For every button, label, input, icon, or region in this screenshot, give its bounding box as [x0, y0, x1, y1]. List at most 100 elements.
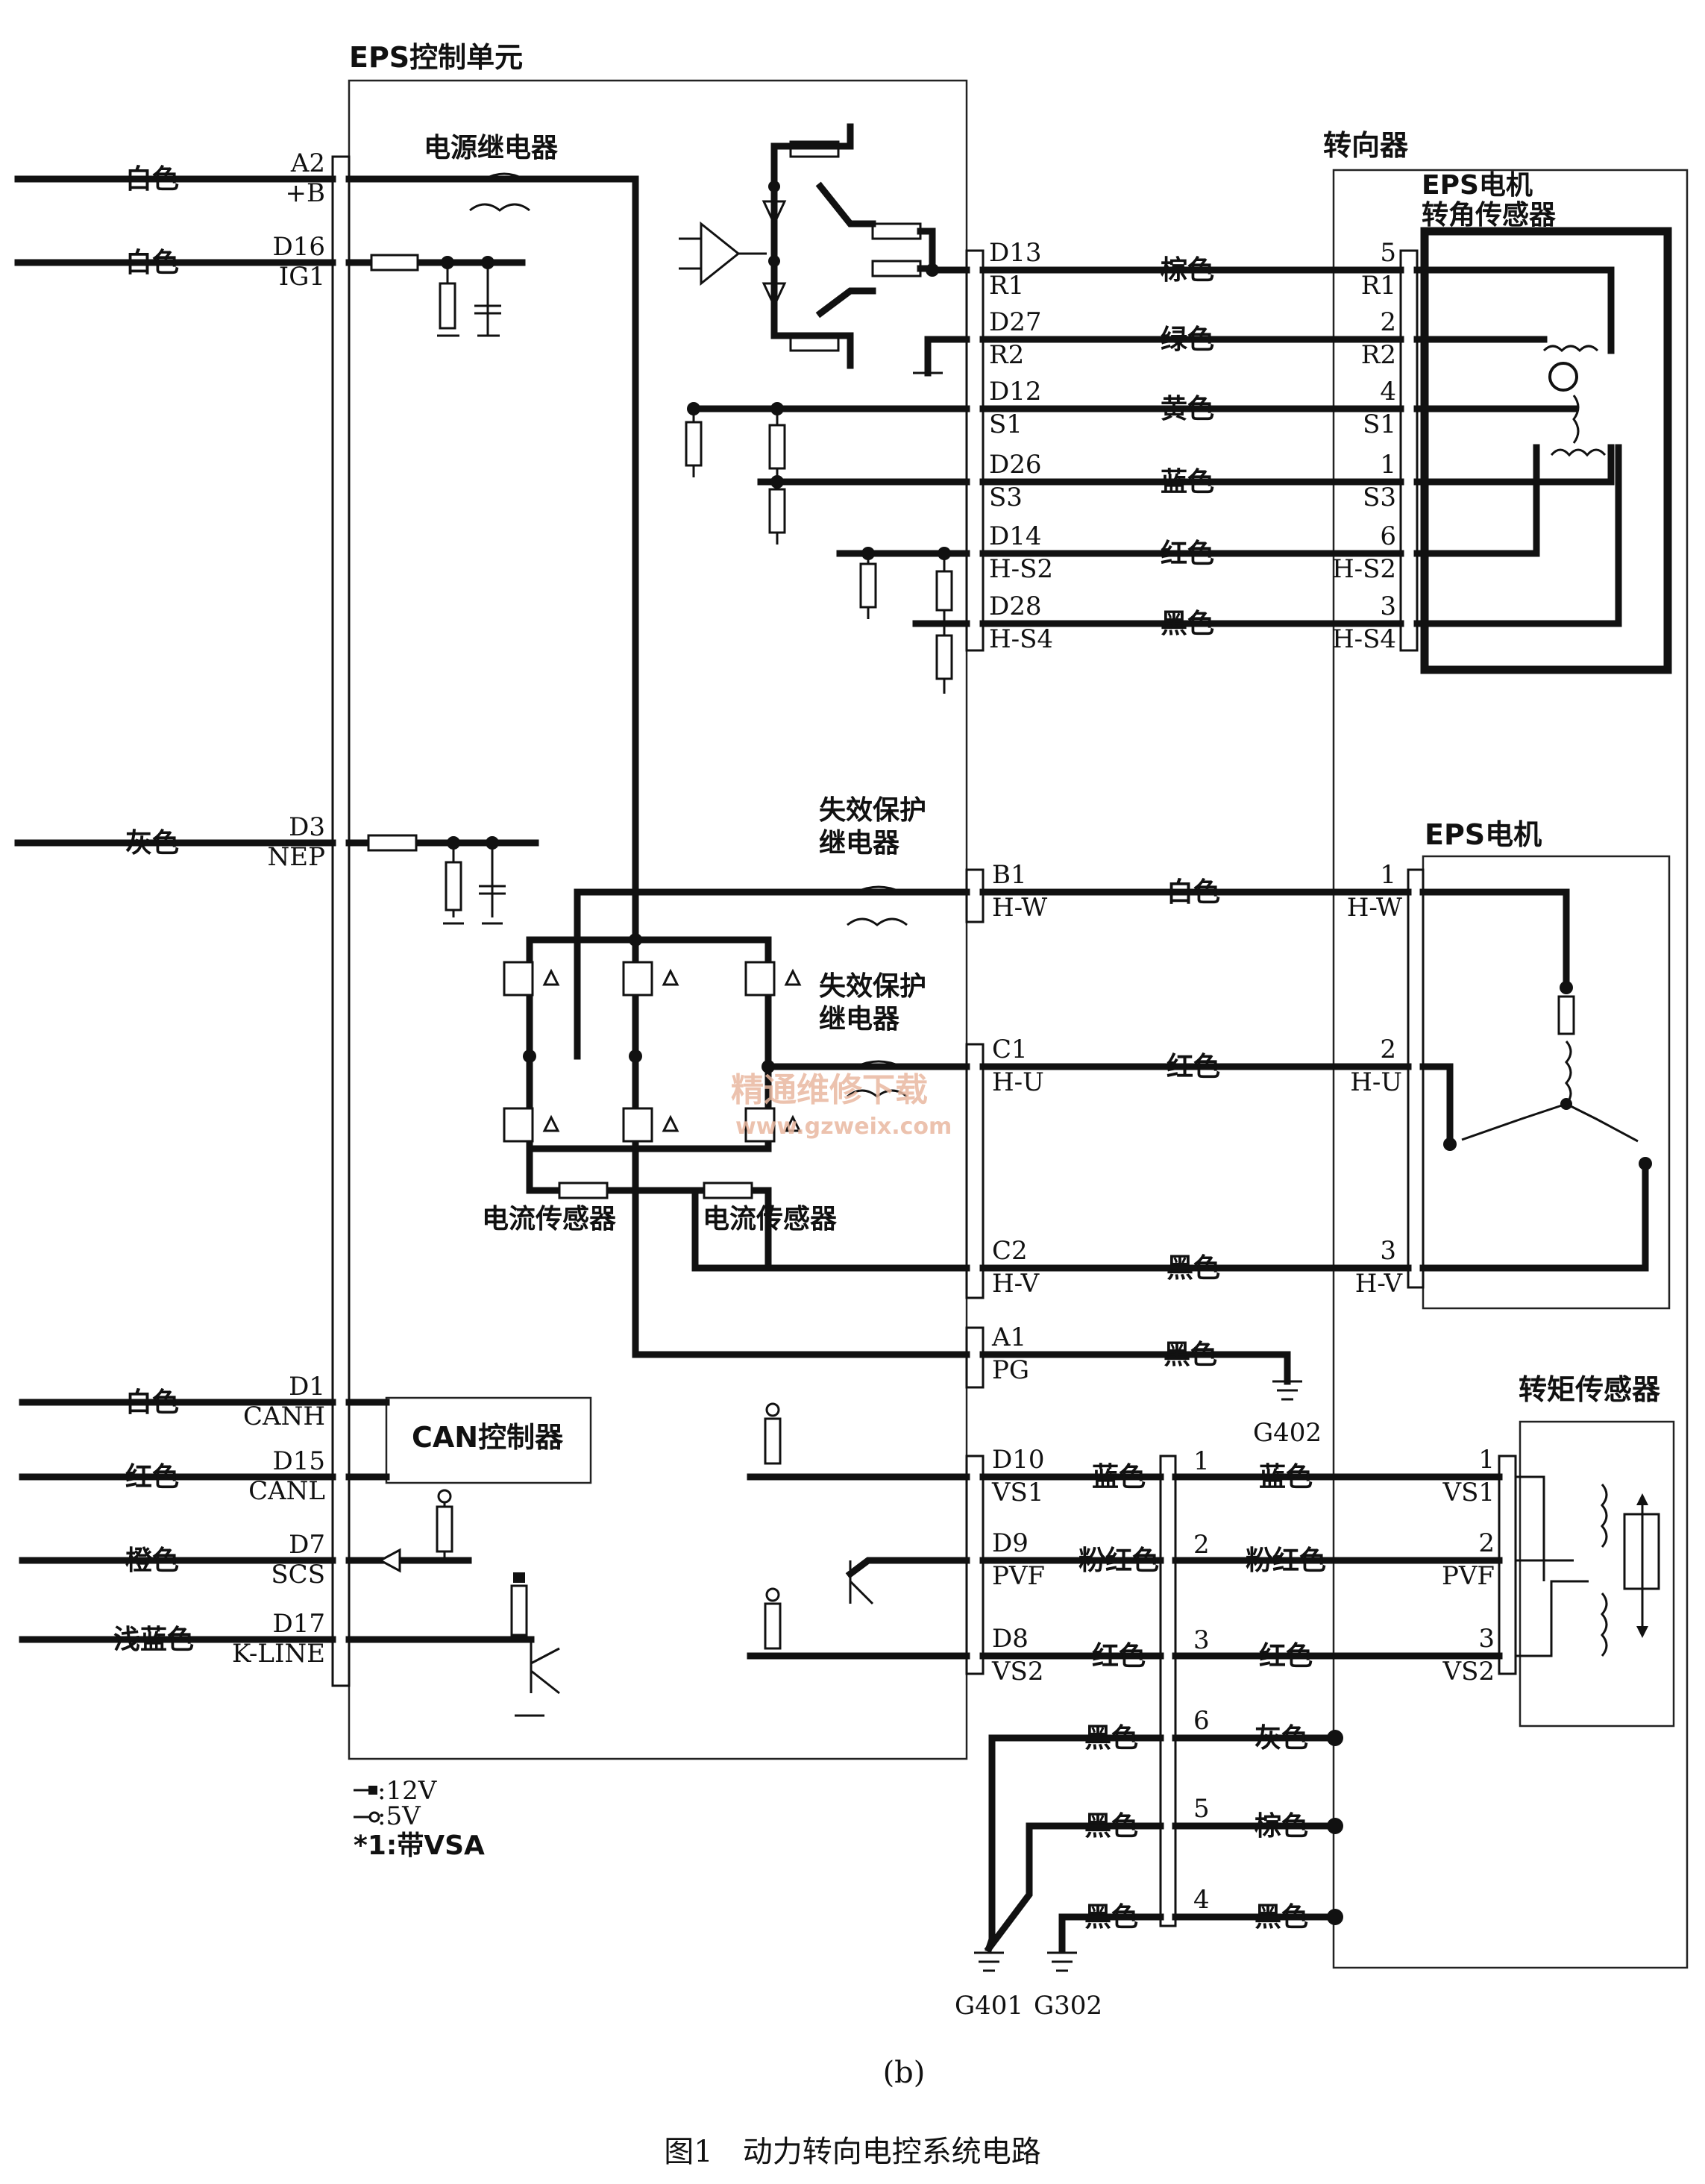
eps-motor-box [1422, 855, 1671, 1310]
shield-wire-color-right: 灰色 [1255, 1723, 1308, 1754]
ecu-pin-signal: VS2 [991, 1657, 1043, 1686]
left-pin-number: D1 [289, 1372, 325, 1402]
ecu-pin-number: D28 [989, 592, 1042, 621]
ecu-pin-number: C2 [992, 1236, 1028, 1266]
splice-number: 2 [1193, 1530, 1210, 1560]
steering-gear-title: 转向器 [1323, 129, 1409, 162]
angle-wire-color: 黄色 [1161, 394, 1214, 424]
watermark-text: 精通维修下载 [731, 1071, 928, 1109]
ecu-pin-number: B1 [992, 860, 1027, 890]
shield-wire-color-left: 黑色 [1084, 1723, 1138, 1754]
ecu-pin-signal: H-W [992, 893, 1047, 923]
motor-connector [1407, 868, 1425, 1289]
left-pin-number: A2 [290, 148, 325, 178]
angle-wire-color: 蓝色 [1161, 467, 1214, 498]
shield-wire-color-right: 黑色 [1255, 1902, 1308, 1933]
ecu-pin-signal: PVF [992, 1561, 1045, 1591]
ecu-pin-number: D10 [992, 1445, 1045, 1475]
torque-sensor-title: 转矩传感器 [1519, 1373, 1661, 1406]
sensor-terminal-number: 5 [1380, 238, 1396, 268]
splice-number: 3 [1193, 1625, 1210, 1655]
angle-sensor-windings [1413, 227, 1672, 674]
ecu-title: EPS控制单元 [349, 41, 523, 74]
angle-sensor-title: EPS电机 [1422, 170, 1533, 201]
motor-terminal-number: 3 [1380, 1236, 1396, 1266]
ecu-pin-signal: R1 [989, 271, 1024, 301]
ecu-pin-signal: S1 [989, 410, 1023, 439]
torque-wire-color-left: 粉红色 [1078, 1546, 1159, 1576]
ecu-pin-signal: R2 [989, 340, 1024, 370]
can-controller-label: CAN控制器 [412, 1421, 564, 1454]
figure-caption: 图1 动力转向电控系统电路 [664, 2135, 1040, 2169]
angle-wire-color: 黑色 [1161, 609, 1214, 639]
sensor-terminal-name: H-S4 [1332, 624, 1396, 654]
ecu-left-connector [331, 155, 351, 1687]
left-pin-signal: K-LINE [232, 1639, 325, 1669]
left-wire-color: 红色 [125, 1462, 179, 1493]
ecu-pin-signal: H-V [992, 1269, 1040, 1299]
angle-wire-color: 绿色 [1161, 324, 1214, 355]
angle-wire-color: 棕色 [1161, 255, 1214, 286]
ecu-pin-number: D14 [989, 521, 1042, 551]
torque-terminal-number: 1 [1478, 1445, 1495, 1475]
torque-sensor-coils [1516, 1475, 1660, 1657]
motor-terminal-name: H-U [1350, 1067, 1402, 1097]
sensor-terminal-number: 2 [1380, 307, 1396, 337]
left-wire-color: 橙色 [125, 1546, 179, 1576]
torque-terminal-number: 2 [1478, 1528, 1495, 1558]
legend-note: *1:带VSA [354, 1830, 485, 1861]
left-input-wires [14, 175, 336, 1643]
motor-wire-color: 黑色 [1167, 1253, 1220, 1284]
motor-wire-color: 红色 [1167, 1052, 1220, 1082]
angle-sensor-connector [1399, 249, 1419, 652]
legend-5v: :5V [377, 1801, 421, 1831]
splice-number: 6 [1193, 1706, 1210, 1736]
ecu-right-connector-1 [965, 249, 985, 652]
ecu-pin-signal: H-S4 [989, 624, 1053, 654]
sensor-terminal-number: 6 [1380, 521, 1396, 551]
torque-wire-color-right: 红色 [1259, 1641, 1313, 1672]
legend-12v: :12V [377, 1776, 438, 1806]
torque-wire-color-left: 红色 [1092, 1641, 1146, 1672]
ecu-internal-wiring [345, 123, 1302, 1717]
power-relay-label: 电源继电器 [424, 133, 559, 163]
left-wire-color: 白色 [125, 248, 179, 278]
ecu-pin-number: D9 [992, 1528, 1029, 1558]
motor-terminal-name: H-W [1347, 893, 1402, 923]
watermark-url: www.gzweix.com [735, 1114, 952, 1140]
left-wire-color: 浅蓝色 [113, 1625, 194, 1655]
left-pin-signal: CANL [248, 1476, 325, 1506]
left-pin-signal: SCS [271, 1560, 325, 1590]
torque-terminal-name: VS1 [1442, 1478, 1495, 1507]
ecu-pin-signal: H-U [992, 1067, 1044, 1097]
failsafe-relay-1-label: 继电器 [819, 828, 900, 859]
torque-terminal-number: 3 [1478, 1624, 1495, 1654]
current-sensor-2-label: 电流传感器 [703, 1204, 838, 1234]
left-wire-color: 白色 [125, 1387, 179, 1418]
ecu-pin-number: A1 [991, 1322, 1026, 1352]
motor-terminal-number: 1 [1380, 860, 1396, 890]
ecu-right-connector-5 [965, 1455, 985, 1675]
left-pin-signal: IG1 [279, 262, 325, 292]
labels: EPS控制单元电源继电器CAN控制器失效保护继电器失效保护继电器电流传感器电流传… [113, 41, 1661, 2169]
left-pin-signal: NEP [268, 842, 325, 872]
ground-label: G402 [1253, 1418, 1322, 1448]
ecu-pin-number: D26 [989, 450, 1042, 480]
current-sensor-1-label: 电流传感器 [482, 1204, 617, 1234]
ecu-right-connector-3 [965, 1043, 985, 1299]
splice-connector [1159, 1455, 1177, 1927]
motor-terminal-name: H-V [1355, 1269, 1404, 1299]
sensor-terminal-number: 1 [1380, 450, 1396, 480]
left-wire-color: 灰色 [125, 828, 179, 859]
ground-g302-label: G302 [1034, 1991, 1102, 2021]
left-pin-number: D15 [272, 1446, 325, 1476]
splice-number: 5 [1193, 1794, 1210, 1824]
motor-windings [1419, 888, 1652, 1272]
torque-terminal-name: VS2 [1442, 1657, 1495, 1686]
shield-wire-color-left: 黑色 [1084, 1811, 1138, 1842]
torque-terminal-name: PVF [1442, 1561, 1495, 1591]
left-pin-signal: +B [286, 178, 325, 208]
ecu-pin-signal: VS1 [991, 1478, 1043, 1507]
left-pin-number: D16 [272, 232, 325, 262]
